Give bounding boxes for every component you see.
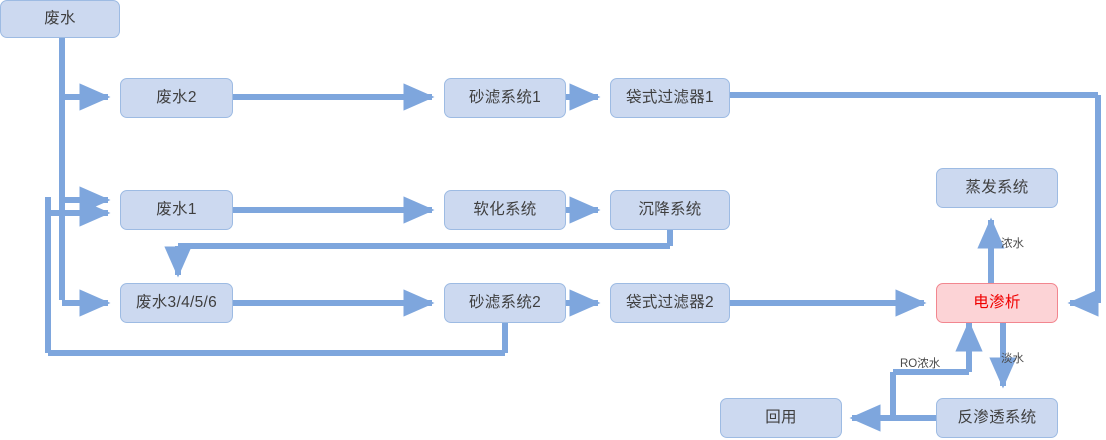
node-wastewater-2-label: 废水2 (156, 89, 197, 107)
node-bag-filter-2-label: 袋式过滤器2 (626, 294, 714, 312)
node-wastewater-3456[interactable]: 废水3/4/5/6 (120, 283, 233, 323)
node-wastewater-1-label: 废水1 (156, 201, 197, 219)
edge-label-freshwater: 淡水 (1001, 353, 1024, 365)
node-electrodialysis[interactable]: 电渗析 (936, 283, 1058, 323)
node-bag-filter-1-label: 袋式过滤器1 (626, 89, 714, 107)
node-bag-filter-1[interactable]: 袋式过滤器1 (610, 78, 730, 118)
node-sand-filter-2[interactable]: 砂滤系统2 (444, 283, 566, 323)
node-reuse-label: 回用 (765, 409, 797, 427)
node-evaporation-system[interactable]: 蒸发系统 (936, 168, 1058, 208)
node-settling-system-label: 沉降系统 (638, 201, 702, 219)
node-bag-filter-2[interactable]: 袋式过滤器2 (610, 283, 730, 323)
node-wastewater-2[interactable]: 废水2 (120, 78, 233, 118)
node-sand-filter-1[interactable]: 砂滤系统1 (444, 78, 566, 118)
edge-label-ro-brine: RO浓水 (900, 358, 941, 370)
node-feed-label: 废水 (44, 10, 76, 28)
node-evaporation-system-label: 蒸发系统 (965, 179, 1029, 197)
node-settling-system[interactable]: 沉降系统 (610, 190, 730, 230)
node-softening-system-label: 软化系统 (473, 201, 537, 219)
node-sand-filter-2-label: 砂滤系统2 (468, 294, 542, 312)
node-electrodialysis-label: 电渗析 (973, 294, 1021, 312)
node-wastewater-1[interactable]: 废水1 (120, 190, 233, 230)
node-softening-system[interactable]: 软化系统 (444, 190, 566, 230)
node-feed[interactable]: 废水 (0, 0, 120, 38)
node-reverse-osmosis-system[interactable]: 反渗透系统 (936, 398, 1058, 438)
edge-label-concentrate: 浓水 (1001, 238, 1024, 250)
node-reuse[interactable]: 回用 (720, 398, 842, 438)
node-wastewater-3456-label: 废水3/4/5/6 (135, 294, 218, 312)
node-reverse-osmosis-system-label: 反渗透系统 (957, 409, 1037, 427)
node-sand-filter-1-label: 砂滤系统1 (468, 89, 542, 107)
